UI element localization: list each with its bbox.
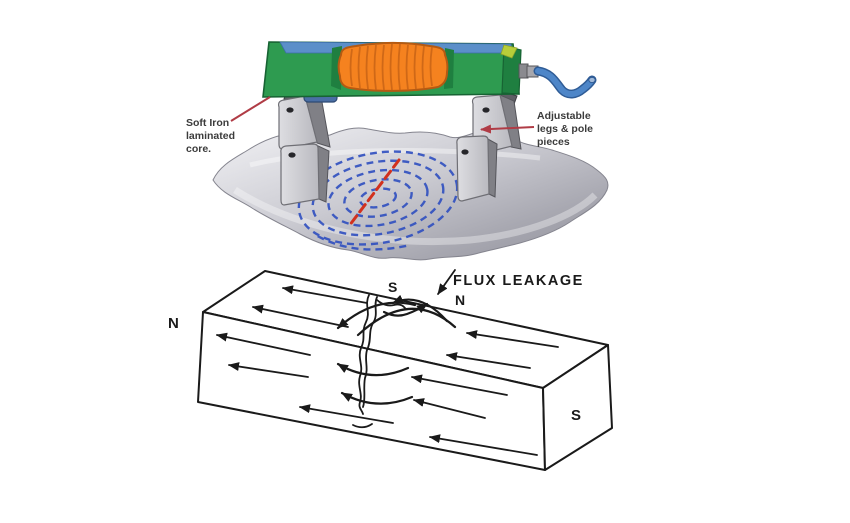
flux-arrow: [466, 330, 559, 348]
crack-line: [362, 296, 378, 408]
leakage-arc-front: [336, 362, 410, 377]
flux-arrow: [411, 374, 508, 396]
yoke-left-leg: [277, 89, 331, 206]
flux-arrows-front-face: [216, 332, 538, 456]
leakage-field: [336, 294, 457, 405]
power-cable-core: [535, 68, 595, 97]
coil-windings: [349, 43, 433, 91]
crack-pole-label-s: S: [388, 279, 397, 295]
crack-tip-mark: [352, 423, 373, 429]
pole-label-s-end: S: [571, 407, 581, 424]
label-flux-leakage: FLUX LEAKAGE: [453, 273, 584, 289]
flux-arrow: [282, 285, 368, 304]
bar-magnet: [197, 270, 613, 471]
yoke-coil: [337, 42, 449, 92]
leakage-arc-front: [340, 391, 414, 405]
bar-end-face: [542, 344, 613, 471]
flux-arrow: [429, 434, 538, 456]
leakage-squiggle-arrow: [382, 302, 429, 317]
leakage-arc: [336, 301, 417, 330]
plate-sheen: [233, 187, 598, 246]
flux-arrow: [299, 404, 394, 424]
label-soft-iron-line3: core.: [186, 143, 211, 155]
label-soft-iron-line2: laminated: [186, 130, 235, 142]
leader-line-core: [230, 96, 271, 122]
flux-arrow: [446, 352, 531, 369]
left-leg-lower: [280, 143, 320, 206]
label-adjustable-line1: Adjustable: [537, 110, 591, 122]
left-leg-lower-bolt: [288, 152, 296, 158]
leader-arrow-legs: [480, 124, 535, 134]
label-adjustable-legs: Adjustable legs & pole pieces: [537, 110, 593, 148]
left-leg-upper-bolt: [286, 107, 294, 113]
flux-arrow: [413, 398, 486, 419]
label-soft-iron-line1: Soft Iron: [186, 117, 229, 129]
cable-end: [588, 76, 596, 84]
label-adjustable-line3: pieces: [537, 136, 570, 148]
crack-indication: [347, 158, 401, 228]
yoke-diagram: Soft Iron laminated core. Adjustable leg…: [186, 41, 609, 261]
right-leg-upper-bolt: [482, 107, 490, 113]
leakage-arc: [356, 307, 457, 337]
flux-arrow: [228, 362, 309, 378]
flux-arrow: [252, 304, 349, 328]
label-soft-iron-core: Soft Iron laminated core.: [186, 117, 235, 155]
leakage-arc: [391, 294, 449, 323]
yoke-lime-accent: [500, 44, 518, 59]
yoke-right-leg: [456, 89, 522, 202]
flux-leakage-leader: [437, 269, 456, 295]
pole-label-n-left: N: [168, 315, 179, 332]
crack-pole-label-n: N: [455, 292, 465, 308]
right-leg-lower-bolt: [461, 149, 469, 155]
right-leg-lower: [456, 135, 490, 202]
label-adjustable-line2: legs & pole: [537, 123, 593, 135]
flux-arrow: [216, 332, 311, 356]
flux-leakage-diagram: FLUX LEAKAGE N S S N: [168, 269, 613, 471]
crack-line: [358, 294, 370, 415]
flux-arrows-top-face: [252, 285, 559, 369]
